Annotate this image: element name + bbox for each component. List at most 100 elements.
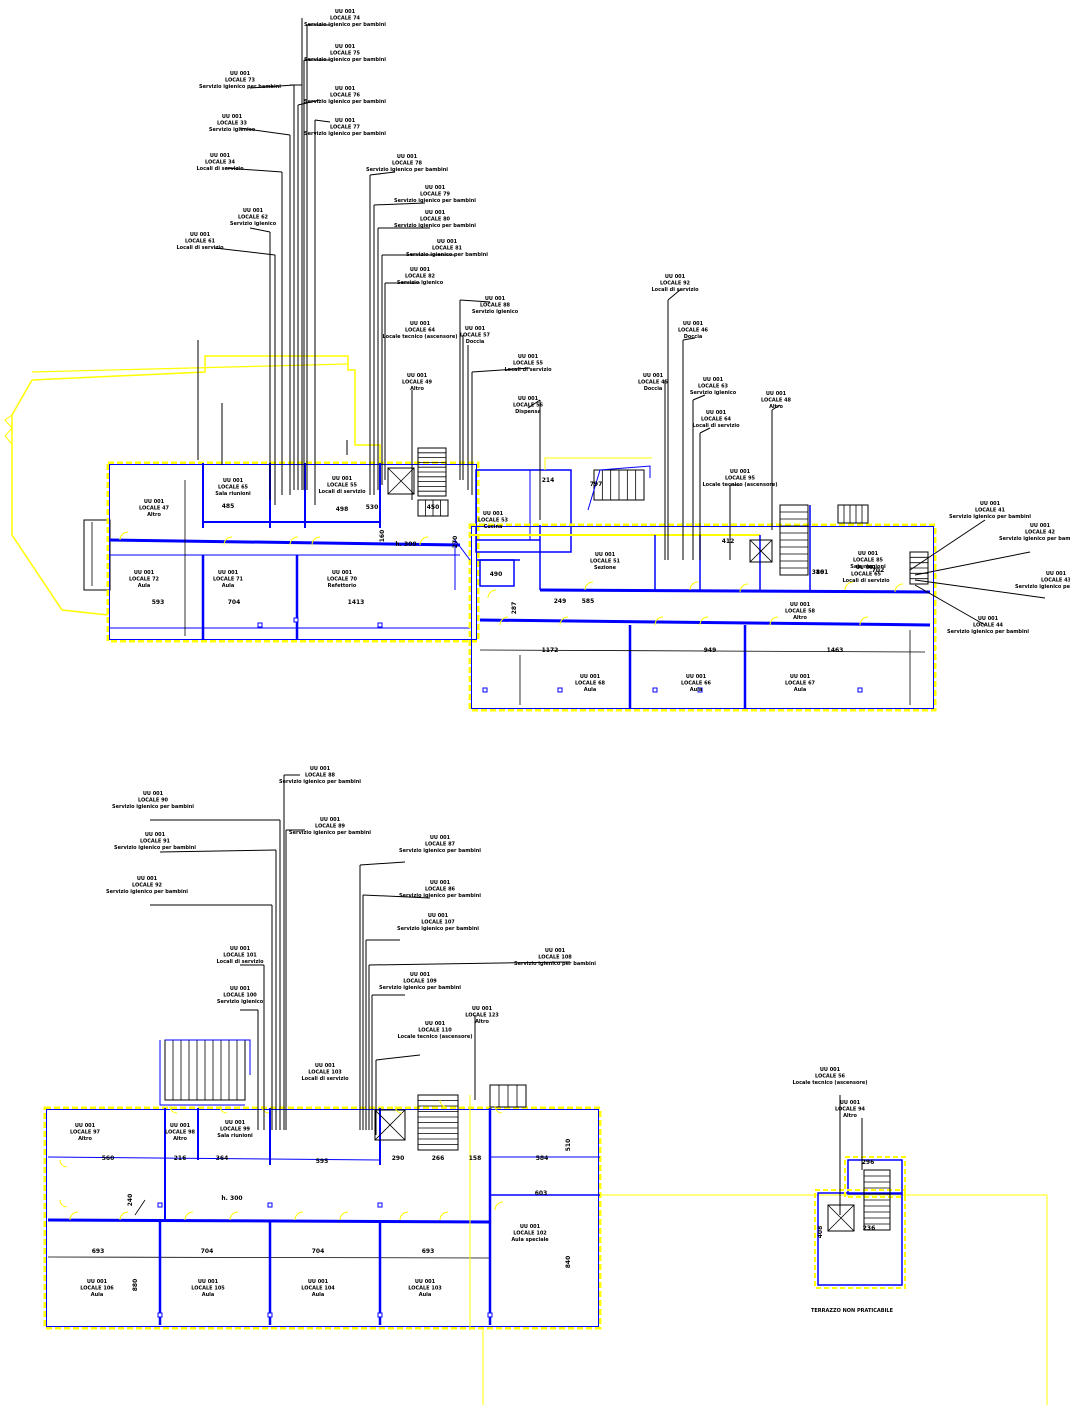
dimension-label: 593 xyxy=(152,599,165,606)
door-swing xyxy=(844,581,854,591)
callout-label-line: UU 001 xyxy=(730,469,751,475)
room-label-line: LOCALE 65 xyxy=(851,572,882,578)
callout-label-line: LOCALE 123 xyxy=(465,1013,499,1019)
room-label-line: UU 001 xyxy=(332,570,353,576)
dimension-label: 595 xyxy=(316,1158,329,1165)
callout-label-line: Servizio igienico per bambini xyxy=(949,514,1031,520)
dimension-label: 287 xyxy=(511,602,518,615)
callout-label-line: UU 001 xyxy=(407,373,428,379)
door-swing xyxy=(584,581,594,591)
leader-line xyxy=(368,961,571,966)
callout-label-line: Servizio igienico xyxy=(230,221,277,227)
callout-label-line: Servizio igienico xyxy=(690,390,737,396)
door-swing xyxy=(439,1099,448,1108)
room-wall xyxy=(479,559,515,587)
door-swing xyxy=(294,1211,304,1221)
symbol xyxy=(4,414,13,445)
room-label-line: UU 001 xyxy=(686,674,707,680)
column xyxy=(267,1202,273,1208)
partition xyxy=(47,1156,381,1161)
room-label-line: UU 001 xyxy=(144,499,165,505)
callout-label-line: UU 001 xyxy=(428,913,449,919)
callout-label-line: UU 001 xyxy=(335,86,356,92)
callout-label-line: LOCALE 34 xyxy=(205,160,236,166)
callout-label-line: Altro xyxy=(843,1113,857,1119)
callout-label-line: UU 001 xyxy=(410,267,431,273)
door-swing xyxy=(499,616,509,626)
dimension-label: 880 xyxy=(132,1279,139,1292)
callout-label-line: Servizio igienico per bambini xyxy=(304,22,386,28)
callout-label-line: UU 001 xyxy=(425,1021,446,1027)
callout-label-line: UU 001 xyxy=(703,377,724,383)
leader-line xyxy=(471,367,531,373)
room-label-line: LOCALE 98 xyxy=(165,1130,196,1136)
door-swing xyxy=(184,1211,194,1221)
callout-label-line: UU 001 xyxy=(518,396,539,402)
callout-label-line: Servizio igienico xyxy=(209,127,256,133)
room-label-line: LOCALE 65 xyxy=(218,485,249,491)
callout-label-line: UU 001 xyxy=(840,1100,861,1106)
callout-label-line: LOCALE 92 xyxy=(660,281,691,287)
callout-label-line: LOCALE 75 xyxy=(330,51,361,57)
room-label-line: LOCALE 70 xyxy=(327,577,358,583)
callout-label-line: UU 001 xyxy=(320,817,341,823)
callout-label-line: LOCALE 88 xyxy=(480,303,511,309)
callout-label-line: LOCALE 87 xyxy=(425,842,456,848)
door-swing xyxy=(487,589,497,599)
dimension-label: 704 xyxy=(228,599,241,606)
dimension-label: 585 xyxy=(582,598,595,605)
room-label-line: UU 001 xyxy=(483,511,504,517)
room-label-line: LOCALE 58 xyxy=(785,609,816,615)
callout-label-line: Servizio igienico per bambini xyxy=(394,223,476,229)
room-label-line: UU 001 xyxy=(858,551,879,557)
dimension-label: 158 xyxy=(469,1155,482,1162)
callout-label-line: Servizio igienico per bambini xyxy=(366,167,448,173)
room-label-line: Aula xyxy=(584,687,597,693)
door-swing xyxy=(559,616,569,626)
callout-label-line: Locali di servizio xyxy=(692,423,740,429)
room-label-line: Refettorio xyxy=(328,583,357,589)
callout-label-line: Servizio igienico per bambini xyxy=(399,848,481,854)
dimension-label: 949 xyxy=(704,647,717,654)
callout-label-line: UU 001 xyxy=(820,1067,841,1073)
callout-label-line: LOCALE 64 xyxy=(405,328,436,334)
room-label-line: LOCALE 53 xyxy=(478,518,509,524)
callout-label-line: UU 001 xyxy=(145,832,166,838)
callout-label-line: LOCALE 74 xyxy=(330,16,361,22)
column xyxy=(482,687,488,693)
room-label-line: LOCALE 105 xyxy=(191,1286,225,1292)
column xyxy=(487,1312,493,1318)
dimension-label: 296 xyxy=(862,1159,875,1166)
stair-outline xyxy=(587,465,651,511)
dimension-label: 1172 xyxy=(542,647,559,654)
room-label-line: UU 001 xyxy=(223,478,244,484)
callout-label-line: UU 001 xyxy=(243,208,264,214)
callout-label-line: UU 001 xyxy=(706,410,727,416)
callout-label-line: Servizio igienico per bambini xyxy=(999,536,1070,542)
callout-label-line: Doccia xyxy=(466,339,485,345)
room-label-line: Sala riunioni xyxy=(850,564,886,570)
elevator-shaft xyxy=(827,1204,855,1232)
callout-label-line: LOCALE 56 xyxy=(513,403,544,409)
room-label-line: LOCALE 99 xyxy=(220,1127,251,1133)
callout-label-line: Locali di servizio xyxy=(196,166,244,172)
door-swing xyxy=(399,1211,409,1221)
room-label-line: UU 001 xyxy=(332,476,353,482)
callout-label-line: UU 001 xyxy=(230,986,251,992)
callout-label-line: Servizio igienico per bambini xyxy=(514,961,596,967)
callout-label-line: Altro xyxy=(410,386,424,392)
column xyxy=(267,1312,273,1318)
dimension-label: 1413 xyxy=(348,599,365,606)
door-swing xyxy=(699,616,709,626)
leader-line xyxy=(297,99,321,106)
annex-outline xyxy=(31,355,381,463)
door-swing xyxy=(769,616,779,626)
door-swing xyxy=(339,1211,349,1221)
callout-label-line: LOCALE 81 xyxy=(432,246,463,252)
callout-label-line: LOCALE 107 xyxy=(421,920,455,926)
leader-line xyxy=(914,579,1046,599)
column xyxy=(157,1312,163,1318)
callout-label-line: LOCALE 44 xyxy=(973,623,1004,629)
elevator-cross xyxy=(827,1204,855,1232)
callout-label-line: LOCALE 64 xyxy=(701,417,732,423)
